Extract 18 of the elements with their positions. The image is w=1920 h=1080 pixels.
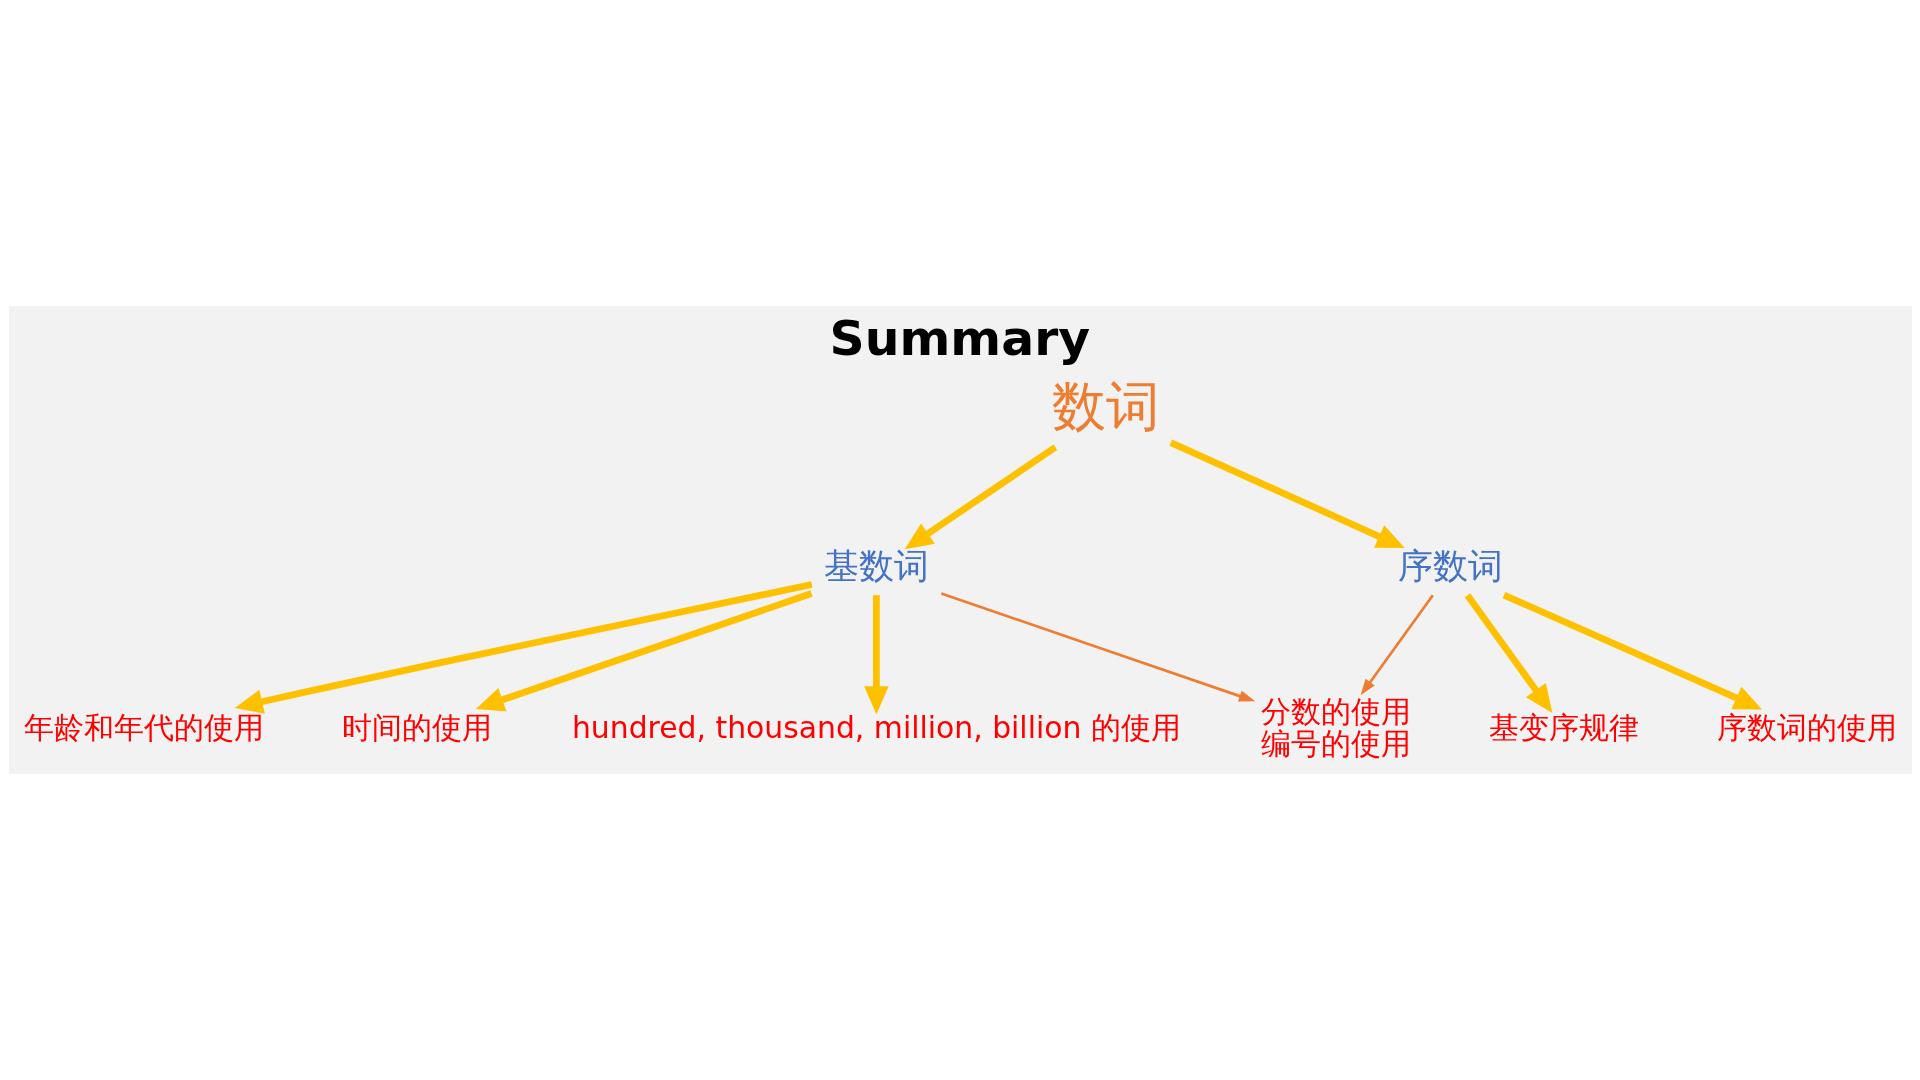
node-text: 数词 [1051, 375, 1160, 439]
arrow [1360, 594, 1434, 696]
arrow [904, 444, 1057, 550]
node-text: 时间的使用 [341, 710, 492, 746]
arrow [1168, 439, 1405, 549]
node-text: 分数的使用 编号的使用 [1260, 693, 1411, 762]
arrow [1502, 591, 1762, 710]
arrow [234, 581, 812, 714]
arrow [940, 592, 1255, 702]
node-text: 序数词 [1397, 545, 1503, 587]
arrow [475, 590, 813, 712]
node-text: 基变序规律 [1488, 710, 1639, 746]
arrow [1464, 593, 1552, 713]
diagram-title: Summary [829, 309, 1090, 367]
node-text: 年龄和年代的使用 [23, 710, 264, 746]
node-text: 序数词的使用 [1716, 710, 1897, 746]
node-text: hundred, thousand, million, billion 的使用 [571, 710, 1181, 746]
node-text: 基数词 [823, 545, 929, 587]
